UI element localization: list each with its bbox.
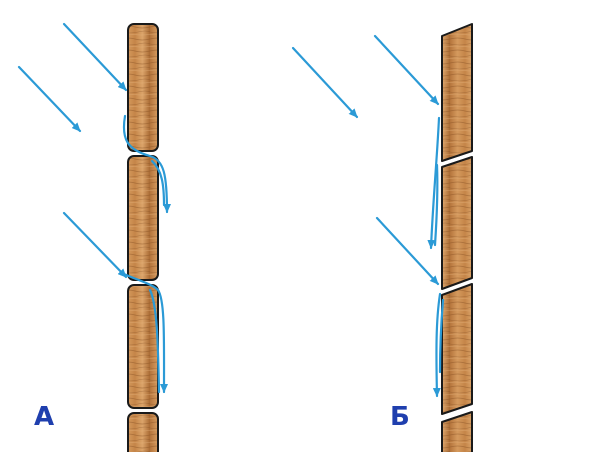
rain-arrow-b-1 <box>291 46 359 119</box>
water-flow-b-4 <box>438 298 445 374</box>
water-flow-a-2 <box>150 159 166 207</box>
panel-b-wall <box>441 23 473 452</box>
rain-arrow-b-2 <box>373 34 440 106</box>
water-flow-b-1 <box>427 116 441 250</box>
water-flow-a-1 <box>122 114 171 214</box>
board-a-4 <box>127 412 159 452</box>
water-flow-a-3 <box>122 272 169 394</box>
rain-arrow-a-1 <box>62 22 128 92</box>
panel-b-arrows <box>291 34 445 398</box>
water-flow-b-3 <box>432 292 442 398</box>
panel-a-arrows <box>17 22 171 394</box>
board-a-1 <box>127 23 159 152</box>
board-b-3 <box>441 283 473 415</box>
water-flow-b-2 <box>433 163 439 247</box>
rain-arrow-a-3 <box>62 211 128 279</box>
board-b-1 <box>441 23 473 162</box>
rain-arrow-a-2 <box>17 65 82 133</box>
panel-a-wall <box>127 23 159 452</box>
rain-arrow-b-3 <box>375 216 440 286</box>
board-b-4 <box>441 411 473 452</box>
board-a-2 <box>127 155 159 281</box>
panel-label-a: А <box>34 402 55 432</box>
panel-label-b: Б <box>390 402 410 432</box>
water-flow-a-4 <box>148 288 161 394</box>
board-b-2 <box>441 156 473 290</box>
